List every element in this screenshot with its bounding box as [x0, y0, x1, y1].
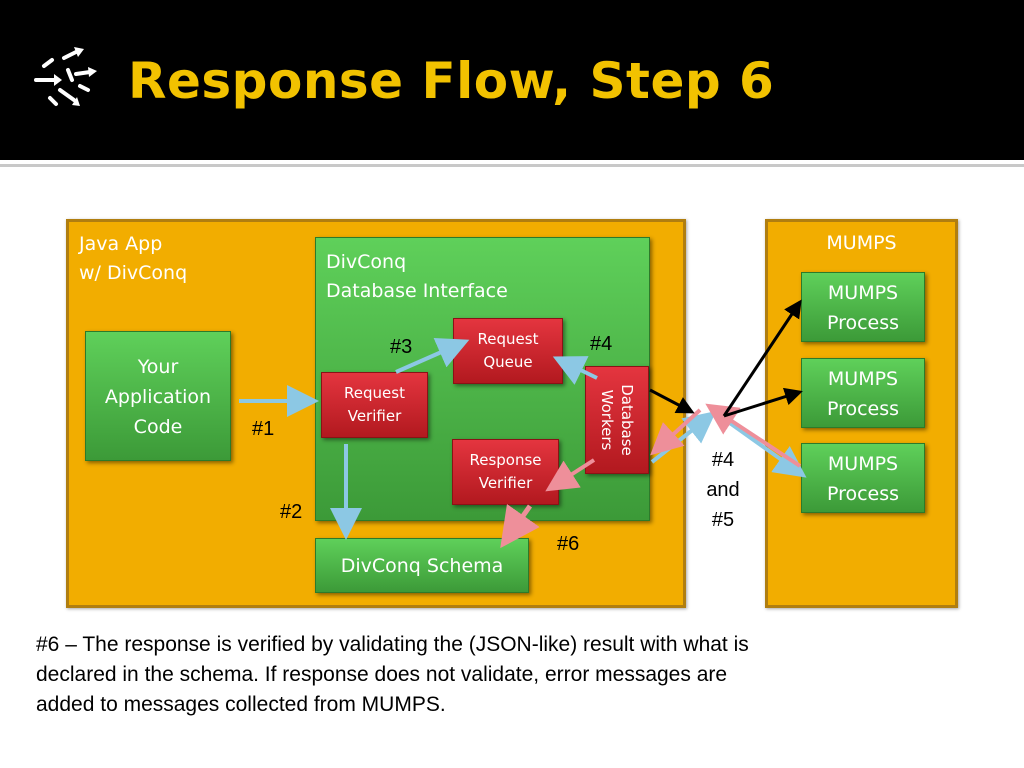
response-verifier-box: Response Verifier	[452, 439, 559, 505]
step-2-tag: #2	[280, 501, 303, 523]
divconq-interface-label-line1: DivConq	[326, 251, 407, 273]
java-app-label: Java App w/ DivConq	[79, 230, 187, 288]
mumps-process-2-line2: Process	[826, 398, 900, 420]
mumps-process-1-line1: MUMPS	[827, 282, 899, 304]
mumps-process-1-line2: Process	[826, 312, 900, 334]
caption-line1: #6 – The response is verified by validat…	[36, 633, 749, 656]
slide-title: Response Flow, Step 6	[128, 52, 775, 110]
caption-line3: added to messages collected from MUMPS.	[36, 693, 446, 716]
database-workers-line1: Database	[618, 384, 637, 456]
response-verifier-line2: Verifier	[478, 474, 533, 492]
request-queue-line1: Request	[477, 330, 539, 348]
step-4-tag: #4	[590, 333, 613, 355]
database-workers-label: Database Workers	[586, 367, 648, 473]
java-app-label-line2: w/ DivConq	[79, 262, 188, 284]
scattered-arrows-icon	[34, 47, 97, 106]
database-workers-line2: Workers	[598, 389, 617, 451]
step-4-and-5-line2: and	[706, 479, 740, 501]
mumps-process-2-line1: MUMPS	[827, 368, 899, 390]
divconq-interface-label: DivConq Database Interface	[326, 248, 508, 306]
your-app-line3: Code	[133, 416, 183, 438]
caption-line2: declared in the schema. If response does…	[36, 663, 728, 686]
step-4-and-5-line1: #4	[711, 449, 735, 471]
mumps-process-2: MUMPS Process	[801, 358, 925, 428]
request-queue-box: Request Queue	[453, 318, 563, 384]
response-verifier-line1: Response	[469, 451, 542, 469]
mumps-process-3: MUMPS Process	[801, 443, 925, 513]
step-4-and-5-tag: #4 and #5	[698, 445, 748, 535]
your-app-line1: Your	[137, 356, 179, 378]
divconq-schema-label: DivConq Schema	[340, 555, 504, 577]
caption-text: #6 – The response is verified by validat…	[36, 630, 976, 720]
mumps-process-3-line2: Process	[826, 483, 900, 505]
request-verifier-line1: Request	[344, 384, 405, 402]
java-app-label-line1: Java App	[79, 233, 163, 255]
your-app-line2: Application	[104, 386, 212, 408]
step-1-tag: #1	[252, 418, 275, 440]
title-bar: Response Flow, Step 6	[0, 0, 1024, 160]
mumps-process-3-line1: MUMPS	[827, 453, 899, 475]
step-6-tag: #6	[557, 533, 580, 555]
mumps-panel-label: MUMPS	[826, 232, 897, 254]
request-queue-line2: Queue	[483, 353, 533, 371]
divconq-interface-label-line2: Database Interface	[326, 280, 508, 302]
title-divider	[0, 164, 1024, 167]
step-4-and-5-line3: #5	[711, 509, 735, 531]
request-verifier-line2: Verifier	[347, 407, 402, 425]
request-verifier-box: Request Verifier	[321, 372, 428, 438]
database-workers-box: Database Workers	[585, 366, 649, 474]
divconq-schema-box: DivConq Schema	[315, 538, 529, 593]
step-3-tag: #3	[390, 336, 413, 358]
your-application-code-box: Your Application Code	[85, 331, 231, 461]
mumps-process-1: MUMPS Process	[801, 272, 925, 342]
